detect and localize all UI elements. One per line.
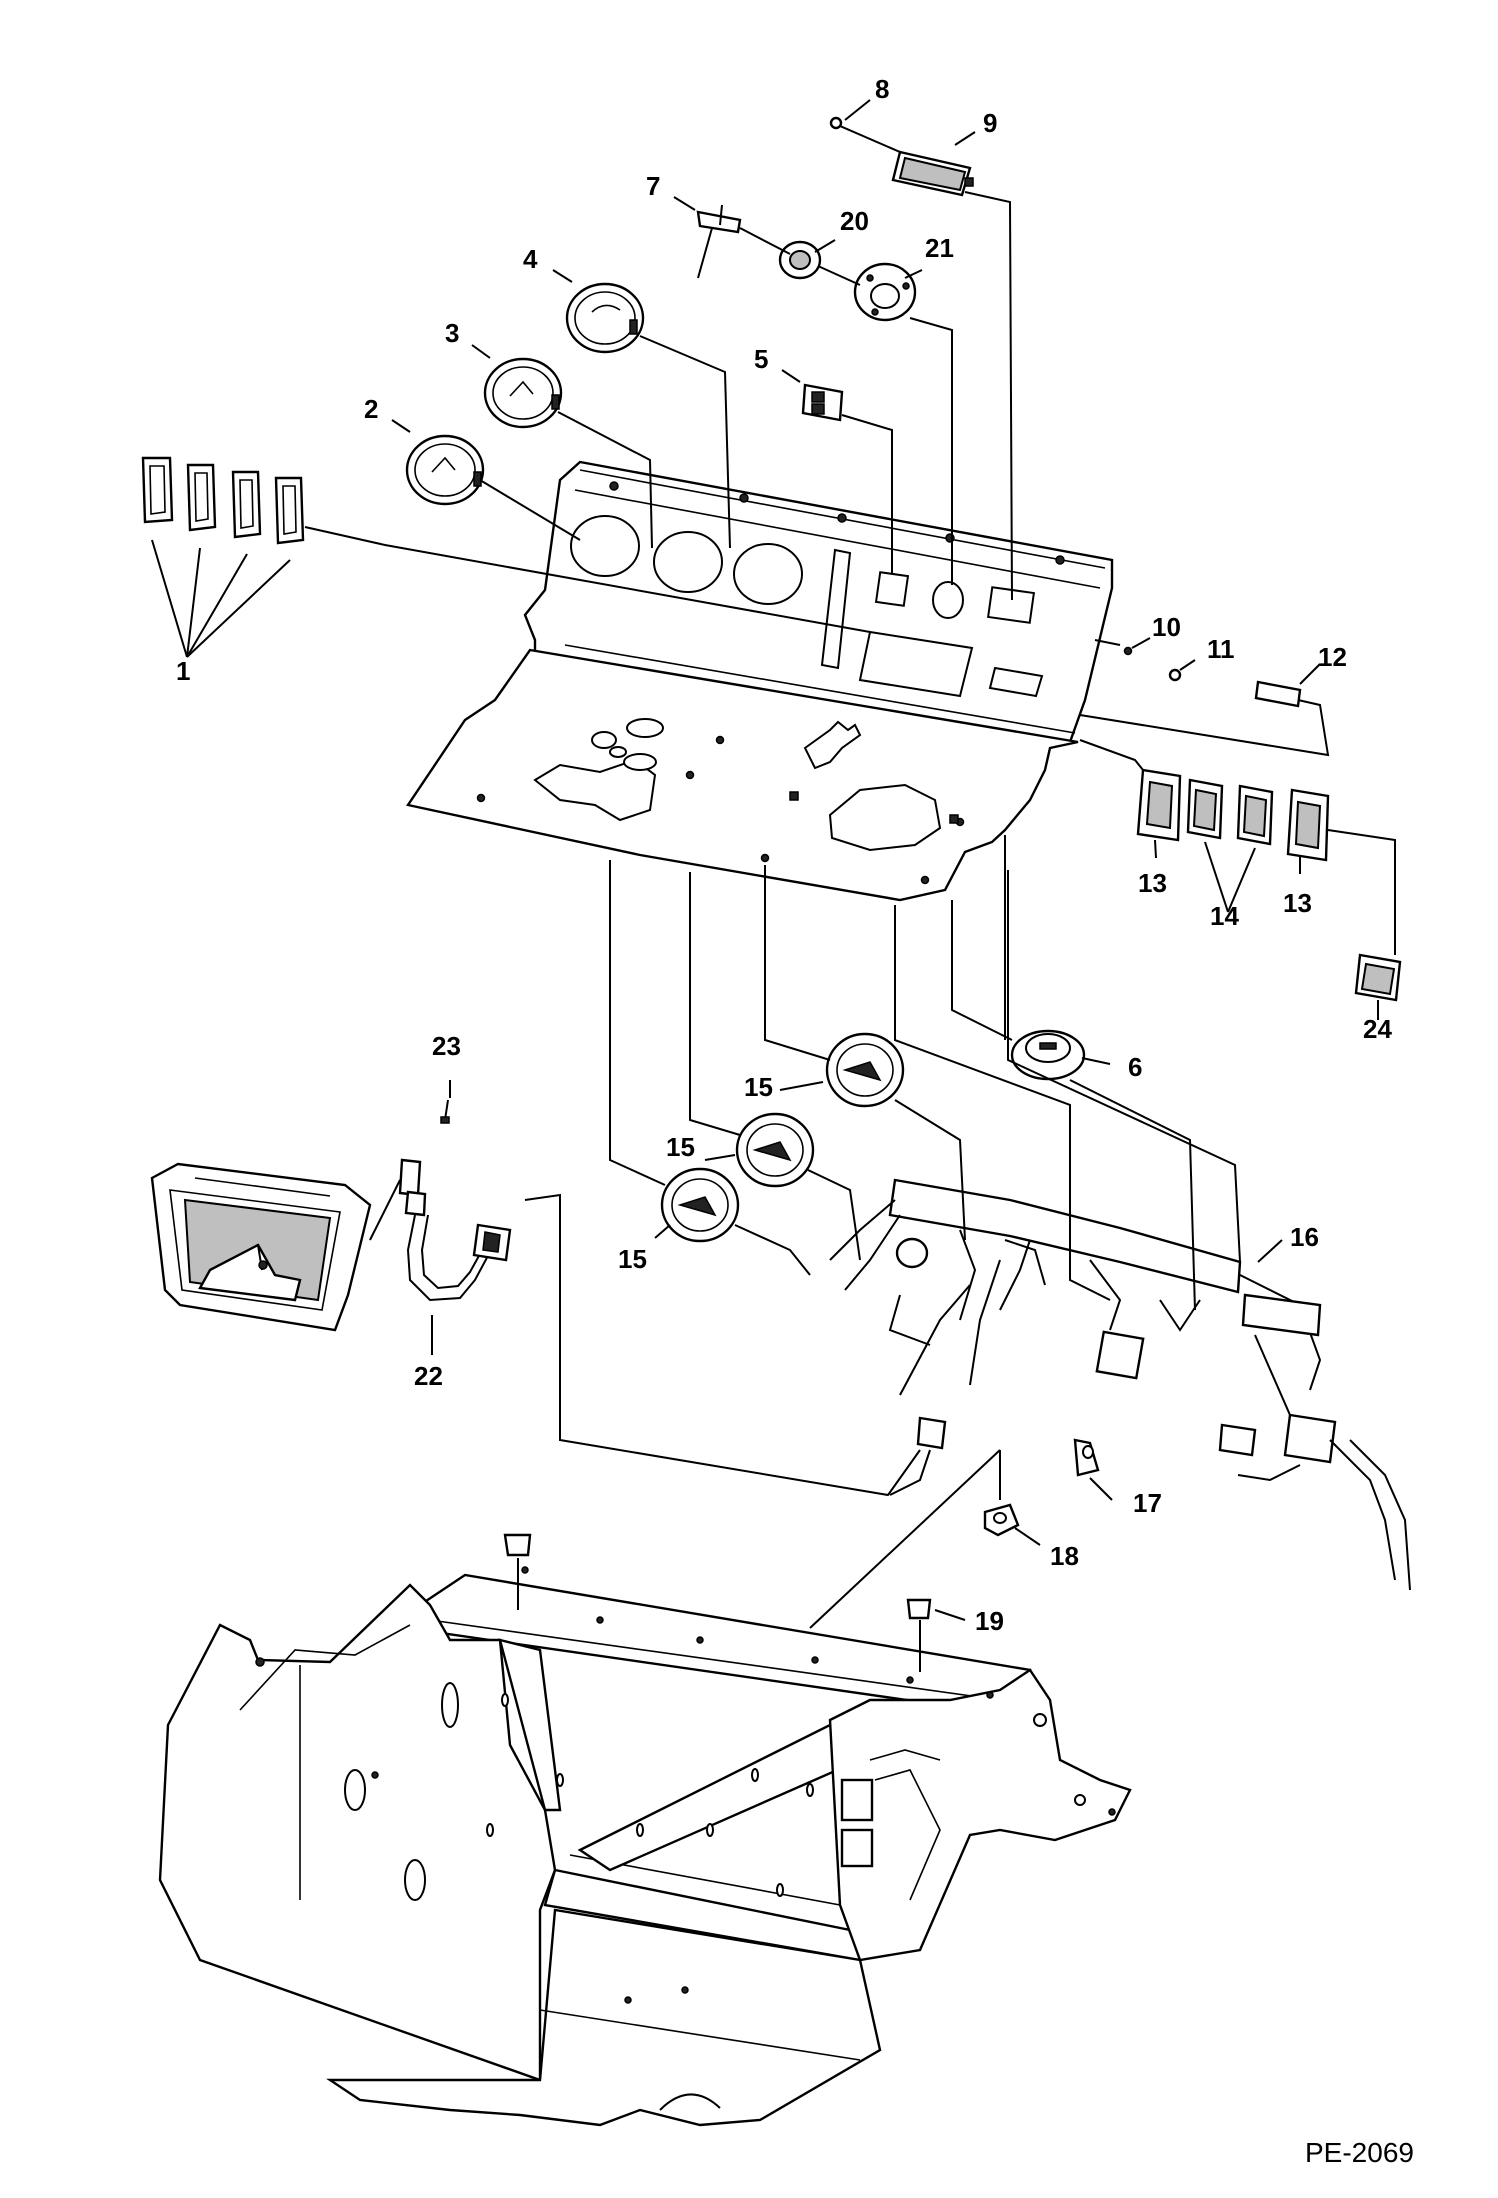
callout-14: 14 — [1210, 901, 1239, 931]
gauge-3 — [483, 357, 563, 429]
dash-panel — [406, 460, 1114, 902]
gauge-2 — [405, 434, 485, 506]
screw-8 — [829, 116, 843, 130]
gauge-15-b — [735, 1112, 815, 1188]
callout-13-right: 13 — [1283, 888, 1312, 918]
switch-24 — [1354, 953, 1402, 1002]
callout-24: 24 — [1363, 1014, 1392, 1044]
callout-3: 3 — [445, 318, 459, 348]
switch-5 — [801, 383, 844, 422]
connector-12 — [1254, 680, 1302, 708]
nut-11 — [1168, 668, 1182, 682]
ring-20 — [778, 240, 822, 280]
bezels-1 — [141, 456, 305, 545]
callout-9: 9 — [983, 108, 997, 138]
key-switch-6 — [1010, 1029, 1086, 1081]
callout-10: 10 — [1152, 612, 1181, 642]
frame — [158, 1566, 1132, 2127]
callouts: 1 2 3 4 5 6 7 8 9 10 11 12 13 13 14 15 1… — [176, 74, 1414, 2168]
harness-22 — [398, 1158, 512, 1302]
callout-11: 11 — [1207, 634, 1235, 664]
clip-17 — [1073, 1438, 1100, 1477]
nut-10 — [1123, 646, 1133, 656]
callout-4: 4 — [523, 244, 538, 274]
clip-18 — [983, 1503, 1020, 1537]
callout-15-top: 15 — [744, 1072, 773, 1102]
callout-13-left: 13 — [1138, 868, 1167, 898]
callout-2: 2 — [364, 394, 378, 424]
callout-15-mid: 15 — [666, 1132, 695, 1162]
callout-21: 21 — [925, 233, 954, 263]
pin-7 — [696, 204, 742, 279]
gauge-4 — [565, 282, 645, 354]
callout-8: 8 — [875, 74, 889, 104]
callout-5: 5 — [754, 344, 768, 374]
plug-19-a — [503, 1533, 532, 1557]
callout-1: 1 — [176, 656, 190, 686]
harness-16 — [829, 1178, 1411, 1591]
switch-bezels-13-14 — [1136, 768, 1330, 862]
callout-23: 23 — [432, 1031, 461, 1061]
drawing-code: PE-2069 — [1305, 2137, 1414, 2168]
callout-7: 7 — [646, 171, 660, 201]
gauge-15-c — [660, 1167, 740, 1243]
display-unit — [150, 1162, 372, 1332]
gauge-15-a — [825, 1032, 905, 1108]
plate-21 — [853, 262, 917, 322]
hour-meter-9 — [891, 150, 974, 197]
screw-23 — [440, 1099, 450, 1124]
callout-17: 17 — [1133, 1488, 1162, 1518]
leader-lines — [151, 99, 1396, 1672]
callout-16: 16 — [1290, 1222, 1319, 1252]
callout-20: 20 — [840, 206, 869, 236]
callout-19: 19 — [975, 1606, 1004, 1636]
callout-12: 12 — [1318, 642, 1347, 672]
callout-22: 22 — [414, 1361, 443, 1391]
callout-18: 18 — [1050, 1541, 1079, 1571]
plug-19-b — [906, 1598, 932, 1620]
callout-6: 6 — [1128, 1052, 1142, 1082]
callout-15-bottom: 15 — [618, 1244, 647, 1274]
